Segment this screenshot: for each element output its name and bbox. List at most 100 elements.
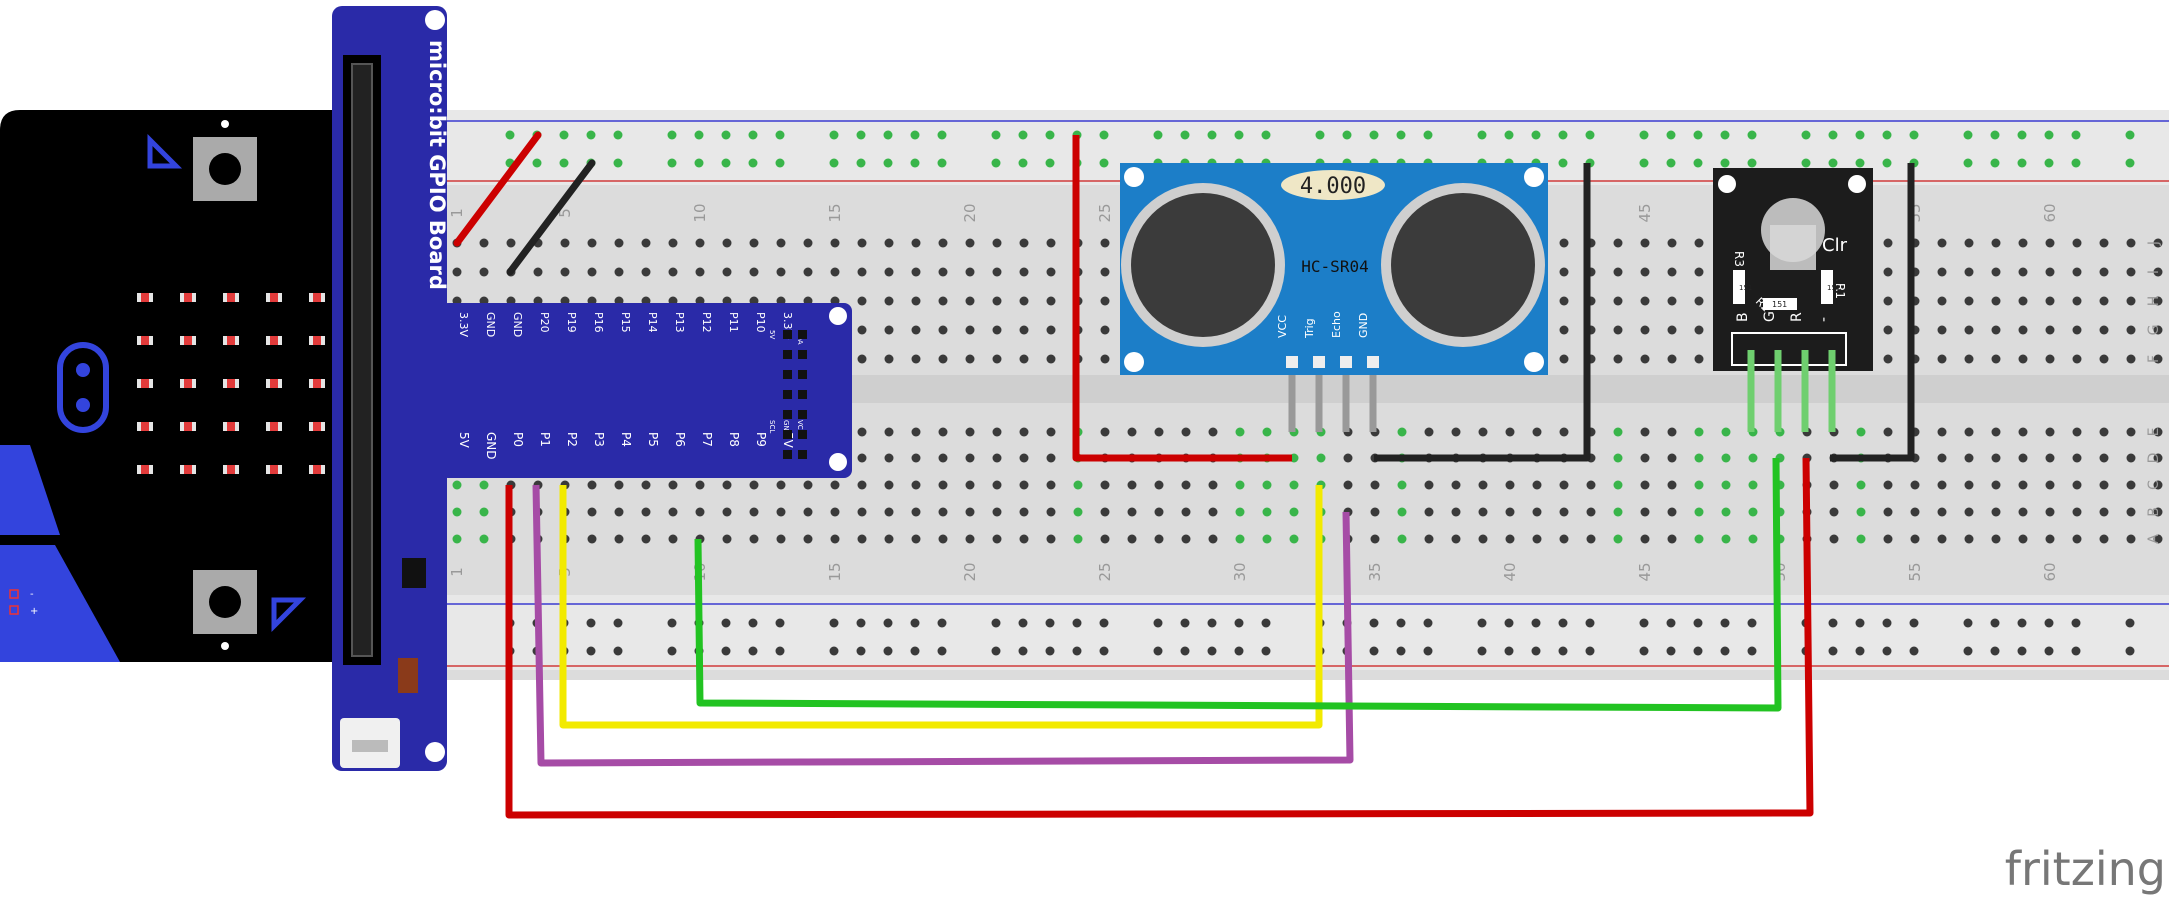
rail-hole <box>2071 130 2081 140</box>
breadboard-hole <box>1100 534 1110 544</box>
breadboard-hole <box>857 507 867 517</box>
rail-hole <box>1747 158 1757 168</box>
led-pixel-red <box>227 336 235 345</box>
rail-hole <box>1531 130 1541 140</box>
column-number: 15 <box>826 562 844 581</box>
button-a-cap[interactable] <box>209 153 241 185</box>
breadboard-hole <box>1694 354 1704 364</box>
breadboard-hole <box>1694 534 1704 544</box>
breadboard-hole <box>857 325 867 335</box>
breadboard-hole <box>911 354 921 364</box>
breadboard-hole <box>992 354 1002 364</box>
breadboard-hole <box>884 296 894 306</box>
breadboard-hole <box>587 507 597 517</box>
breadboard-hole <box>2045 296 2055 306</box>
wire-black-ground-rail[interactable] <box>506 159 596 276</box>
rail-hole <box>1099 158 1109 168</box>
rail-hole <box>937 618 947 628</box>
breadboard-hole <box>965 453 975 463</box>
header-pin <box>783 410 792 419</box>
breadboard-hole <box>965 238 975 248</box>
breadboard-hole <box>1694 325 1704 335</box>
breadboard-hole <box>1667 296 1677 306</box>
rail-hole <box>1315 130 1325 140</box>
breadboard-hole <box>1937 427 1947 437</box>
rail-hole <box>1504 130 1514 140</box>
wire-black-led-gnd[interactable] <box>1830 163 1915 462</box>
rail-hole <box>1720 646 1730 656</box>
rail-hole <box>1585 618 1595 628</box>
wire-green-p7-led-g[interactable] <box>694 457 1782 712</box>
rail-hole <box>1477 618 1487 628</box>
wire-purple-p1-echo[interactable] <box>532 484 1354 767</box>
breadboard-hole <box>479 238 489 248</box>
breadboard-hole <box>1559 325 1569 335</box>
wire-yellow-p2-trig[interactable] <box>559 485 1323 729</box>
breadboard-hole <box>1046 507 1056 517</box>
rail-hole <box>1963 158 1973 168</box>
breadboard-hole <box>2072 267 2082 277</box>
breadboard-hole <box>1991 480 2001 490</box>
column-number: 20 <box>961 562 979 581</box>
breadboard-hole <box>587 238 597 248</box>
breadboard-hole <box>1694 453 1704 463</box>
led-pixel-red <box>313 293 321 302</box>
breadboard-hole <box>1181 427 1191 437</box>
breadboard-hole <box>1856 480 1866 490</box>
rail-hole <box>883 646 893 656</box>
column-number: 45 <box>1636 203 1654 222</box>
rail-hole <box>1207 130 1217 140</box>
breadboard-hole <box>884 325 894 335</box>
breadboard-hole <box>1748 453 1758 463</box>
breadboard-hole <box>2018 453 2028 463</box>
breadboard-hole <box>2126 238 2136 248</box>
wire-black-sensor-gnd[interactable] <box>1374 163 1591 462</box>
breadboard-hole <box>2126 480 2136 490</box>
breadboard-hole <box>2099 238 2109 248</box>
breadboard-hole <box>803 267 813 277</box>
breadboard-hole <box>1613 267 1623 277</box>
breadboard-hole <box>1937 534 1947 544</box>
rail-hole <box>1639 646 1649 656</box>
breadboard-hole <box>776 238 786 248</box>
rail-hole <box>748 158 758 168</box>
button-b-cap[interactable] <box>209 586 241 618</box>
breadboard-hole <box>1991 238 2001 248</box>
wire-red-p0-led-r[interactable] <box>505 457 1814 819</box>
breadboard-hole <box>1289 480 1299 490</box>
breadboard-hole <box>911 480 921 490</box>
breadboard-hole <box>2018 427 2028 437</box>
rail-hole <box>1477 130 1487 140</box>
rail-hole <box>1855 618 1865 628</box>
rail-hole <box>1099 130 1109 140</box>
breadboard-hole <box>2072 325 2082 335</box>
rail-hole <box>2044 646 2054 656</box>
breadboard-hole <box>2099 427 2109 437</box>
wire-red-sensor-vcc[interactable] <box>1072 135 1292 462</box>
breadboard-hole <box>1316 453 1326 463</box>
breadboard-hole <box>1883 238 1893 248</box>
breadboard-hole <box>2099 534 2109 544</box>
breadboard-hole <box>479 267 489 277</box>
rail-hole <box>1720 618 1730 628</box>
wire-red-power-rail[interactable] <box>453 131 542 247</box>
rail-hole <box>1153 618 1163 628</box>
breadboard-hole <box>1127 480 1137 490</box>
led-pixel-red <box>227 465 235 474</box>
breadboard-hole <box>2018 238 2028 248</box>
breadboard-hole <box>1883 507 1893 517</box>
rail-hole <box>856 618 866 628</box>
rail-hole <box>1693 618 1703 628</box>
rail-hole <box>1828 130 1838 140</box>
breadboard-hole <box>938 238 948 248</box>
breadboard-hole <box>1046 427 1056 437</box>
mount-hole <box>829 307 847 325</box>
mount-hole <box>1124 167 1144 187</box>
breadboard-hole <box>1235 534 1245 544</box>
breadboard-hole <box>1640 296 1650 306</box>
breadboard-hole <box>1721 453 1731 463</box>
breadboard-hole <box>2045 427 2055 437</box>
breadboard-hole <box>1748 480 1758 490</box>
breadboard-hole <box>1937 296 1947 306</box>
rail-hole <box>667 158 677 168</box>
